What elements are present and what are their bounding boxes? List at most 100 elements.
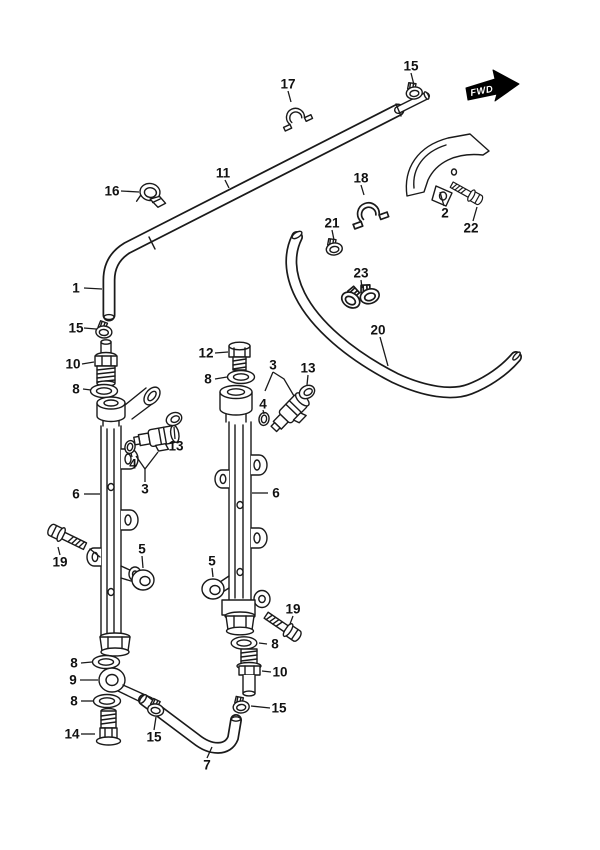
callout-leader-8 — [82, 388, 92, 391]
bracket-2 — [405, 133, 490, 207]
part-number-17: 17 — [280, 77, 295, 92]
callout-leader-19 — [289, 615, 294, 625]
part-number-22: 22 — [463, 221, 478, 236]
callout-leader-3 — [264, 371, 274, 392]
callout-leader-23 — [360, 279, 363, 289]
part-number-18: 18 — [353, 171, 369, 186]
callout-leader-16 — [120, 190, 140, 193]
part-number-15: 15 — [68, 321, 84, 336]
fuel-hose-1-pipe-11 — [102, 91, 430, 322]
part-number-3: 3 — [141, 482, 149, 497]
callout-leader-2 — [439, 191, 445, 207]
callout-leader-3 — [135, 455, 146, 470]
part-number-12: 12 — [198, 346, 213, 361]
part-number-19: 19 — [52, 555, 67, 570]
callout-leader-5 — [141, 555, 144, 569]
callout-leader-1 — [83, 287, 103, 290]
washer-8-left-low — [92, 693, 122, 709]
callout-leader-10 — [261, 670, 272, 673]
part-number-6: 6 — [272, 486, 280, 501]
part-number-16: 16 — [104, 184, 120, 199]
part-number-8: 8 — [271, 637, 279, 652]
callout-leader-21 — [331, 229, 335, 241]
part-number-9: 9 — [69, 673, 77, 688]
washer-8-left-mid — [91, 654, 121, 670]
callout-leader-10 — [81, 361, 95, 365]
bolt-19-left — [44, 521, 101, 558]
callout-leader-7 — [206, 746, 213, 759]
callout-leader-8 — [80, 661, 93, 664]
part-number-8: 8 — [204, 372, 212, 387]
part-number-7: 7 — [203, 758, 211, 773]
part-number-5: 5 — [208, 554, 216, 569]
callout-leader-4 — [130, 452, 133, 458]
callout-leader-12 — [214, 351, 229, 354]
callout-leader-11 — [224, 179, 230, 189]
fuel-hose-7 — [138, 694, 242, 754]
washer-8-right-bottom — [230, 636, 258, 650]
part-number-11: 11 — [216, 166, 231, 181]
part-number-4: 4 — [259, 397, 267, 412]
bolt-14 — [95, 707, 122, 746]
part-number-5: 5 — [138, 542, 146, 557]
part-number-15: 15 — [146, 730, 162, 745]
callout-leader-18 — [360, 184, 365, 196]
part-number-6: 6 — [72, 487, 80, 502]
fitting-10-left — [94, 339, 118, 387]
part-number-10: 10 — [65, 357, 80, 372]
washer-8-left-top — [89, 383, 119, 399]
seal-13-left — [163, 409, 185, 429]
part-number-13: 13 — [300, 361, 316, 376]
oring-4-right — [257, 411, 271, 427]
washer-8-right-top — [226, 369, 256, 385]
part-number-21: 21 — [324, 216, 340, 231]
callout-leader-13 — [306, 374, 309, 386]
callout-leader-3 — [144, 451, 159, 482]
bolt-12 — [228, 341, 251, 371]
callout-leader-17 — [287, 90, 292, 103]
clamp-17 — [277, 102, 314, 132]
fwd-arrow-icon — [465, 69, 520, 102]
part-number-10: 10 — [272, 665, 287, 680]
part-number-8: 8 — [70, 694, 78, 709]
callout-leader-15 — [153, 716, 157, 731]
callout-leader-8 — [214, 376, 228, 380]
callout-leader-15 — [250, 705, 271, 709]
callout-leader-3 — [272, 371, 295, 397]
fitting-10-right — [236, 648, 262, 697]
callout-leader-8 — [258, 642, 268, 645]
callout-leader-22 — [472, 206, 478, 222]
part-number-1: 1 — [72, 281, 80, 296]
callout-leader-15 — [410, 72, 415, 86]
fuel-rail-left-6 — [86, 386, 161, 657]
part-number-20: 20 — [370, 323, 385, 338]
part-number-13: 13 — [168, 439, 184, 454]
part-number-23: 23 — [353, 266, 369, 281]
fwd-badge: FWD — [465, 69, 520, 102]
callout-leader-13 — [173, 426, 176, 440]
callout-leader-5 — [211, 567, 214, 578]
fuel-hose-20 — [285, 230, 522, 399]
grommet-5-right — [201, 578, 225, 600]
clamp-18 — [346, 196, 390, 230]
fwd-label: FWD — [469, 84, 494, 99]
callout-leader-4 — [262, 409, 265, 415]
part-number-2: 2 — [441, 206, 449, 221]
part-number-4: 4 — [129, 457, 137, 472]
callout-leader-20 — [379, 336, 389, 367]
part-number-15: 15 — [271, 701, 287, 716]
callout-leader-19 — [57, 546, 61, 556]
banjo-9 — [98, 667, 156, 708]
callout-leader-15 — [83, 327, 97, 330]
part-number-14: 14 — [64, 727, 80, 742]
grommet-5-left — [131, 569, 155, 591]
clamp-15-left-top — [94, 319, 114, 340]
clamp-16 — [135, 181, 169, 209]
part-number-19: 19 — [285, 602, 300, 617]
clamp-15-right-bottom — [231, 694, 251, 715]
clamp-23 — [337, 279, 382, 313]
part-number-8: 8 — [70, 656, 78, 671]
